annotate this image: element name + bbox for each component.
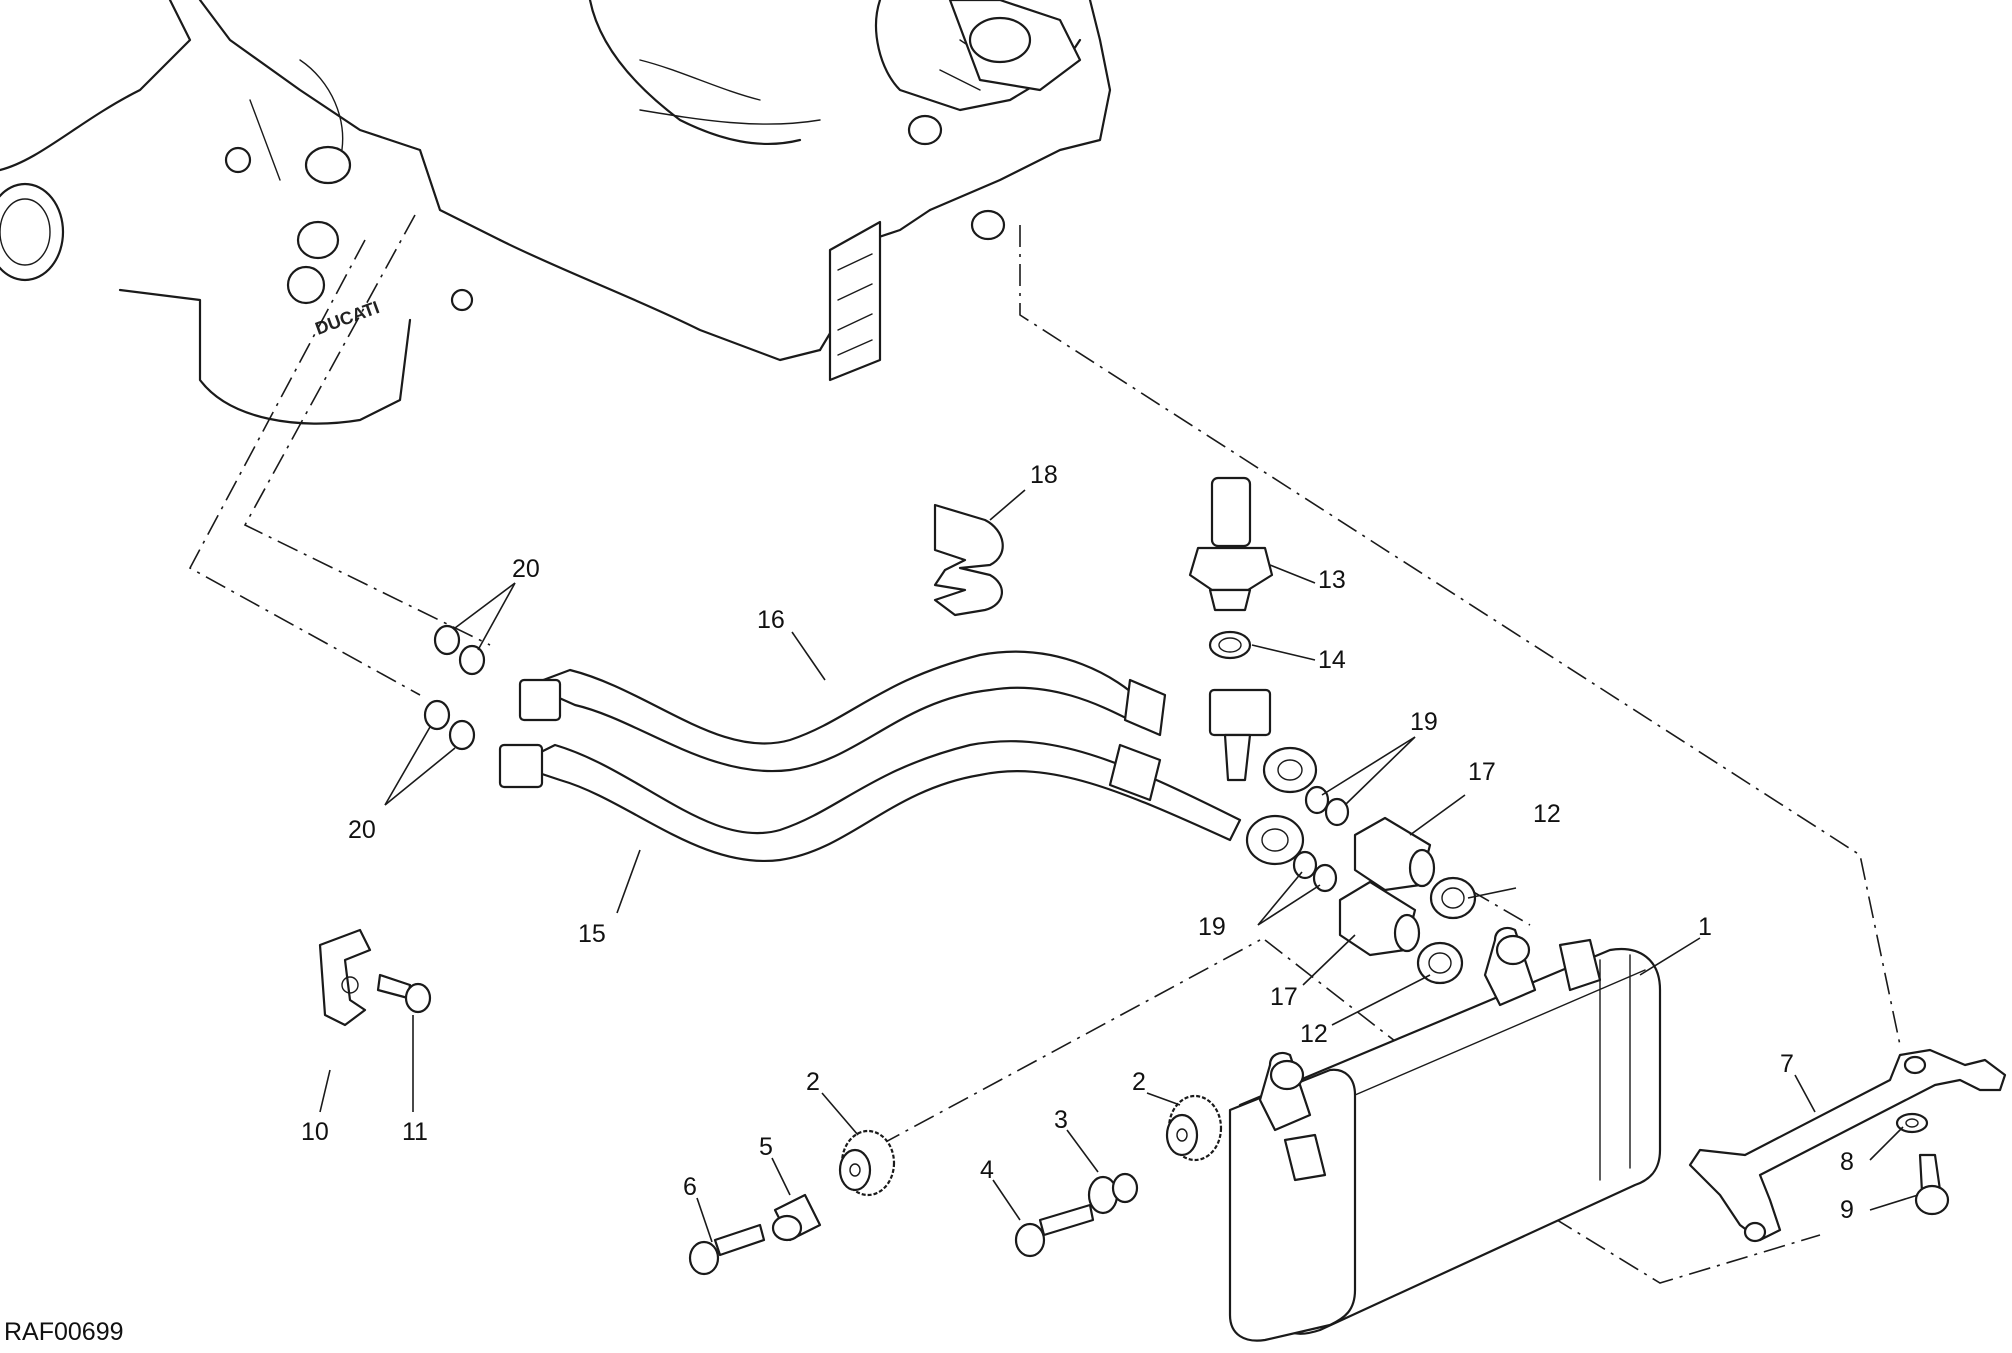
part-1-oil-cooler [1228, 926, 1662, 1342]
callout-20-upper: 20 [512, 555, 540, 583]
part-13-sensor [1188, 476, 1274, 612]
callout-3: 3 [1054, 1106, 1068, 1134]
callout-1: 1 [1698, 913, 1712, 941]
engine-crankcase: DUCATI [0, 0, 1112, 425]
part-15-hose [498, 740, 1305, 866]
callout-13: 13 [1318, 566, 1346, 594]
callout-16: 16 [757, 606, 785, 634]
part-11-screw [376, 973, 432, 1014]
part-20-o-rings [423, 624, 486, 751]
part-10-clamp [318, 928, 372, 1027]
callout-14: 14 [1318, 646, 1346, 674]
callout-20-lower: 20 [348, 816, 376, 844]
callout-17-lower: 17 [1270, 983, 1298, 1011]
part-2-gear-right [1165, 1094, 1223, 1162]
part-19-rings [1292, 785, 1350, 893]
callout-8: 8 [1840, 1148, 1854, 1176]
part-7-bracket [1688, 1048, 2007, 1243]
part-8-washer [1895, 1112, 1929, 1134]
part-14-washer [1208, 630, 1252, 660]
callout-labels: 1 2 2 3 4 5 6 7 8 9 10 11 12 12 13 14 15… [301, 461, 1854, 1224]
callout-6: 6 [683, 1173, 697, 1201]
drawing-code: RAF00699 [4, 1318, 124, 1346]
callout-11: 11 [402, 1118, 428, 1146]
assembly-dash-lines [188, 214, 1901, 1284]
callout-19-lower: 19 [1198, 913, 1226, 941]
part-17-fittings [1338, 816, 1436, 957]
part-2-gear-left [838, 1129, 896, 1197]
callout-15: 15 [578, 920, 606, 948]
part-16-hose [518, 650, 1318, 794]
callout-5: 5 [759, 1133, 773, 1161]
callout-leaders [319, 489, 1919, 1243]
part-12-washers [1416, 876, 1477, 985]
part-4-screw [1014, 1203, 1095, 1258]
part-5-bushing [771, 1193, 822, 1242]
callout-10: 10 [301, 1118, 329, 1146]
callout-19-upper: 19 [1410, 708, 1438, 736]
callout-2-left: 2 [806, 1068, 820, 1096]
callout-9: 9 [1840, 1196, 1854, 1224]
callout-12-lower: 12 [1300, 1020, 1328, 1048]
callout-18: 18 [1030, 461, 1058, 489]
part-6-screw [688, 1223, 766, 1276]
callout-2-right: 2 [1132, 1068, 1146, 1096]
part-3-spacer [1087, 1172, 1139, 1215]
callout-7: 7 [1780, 1050, 1794, 1078]
callout-17-upper: 17 [1468, 758, 1496, 786]
part-18-clip [933, 503, 1004, 617]
callout-12-upper: 12 [1533, 800, 1561, 828]
callout-4: 4 [980, 1156, 994, 1184]
part-9-screw [1914, 1153, 1950, 1216]
